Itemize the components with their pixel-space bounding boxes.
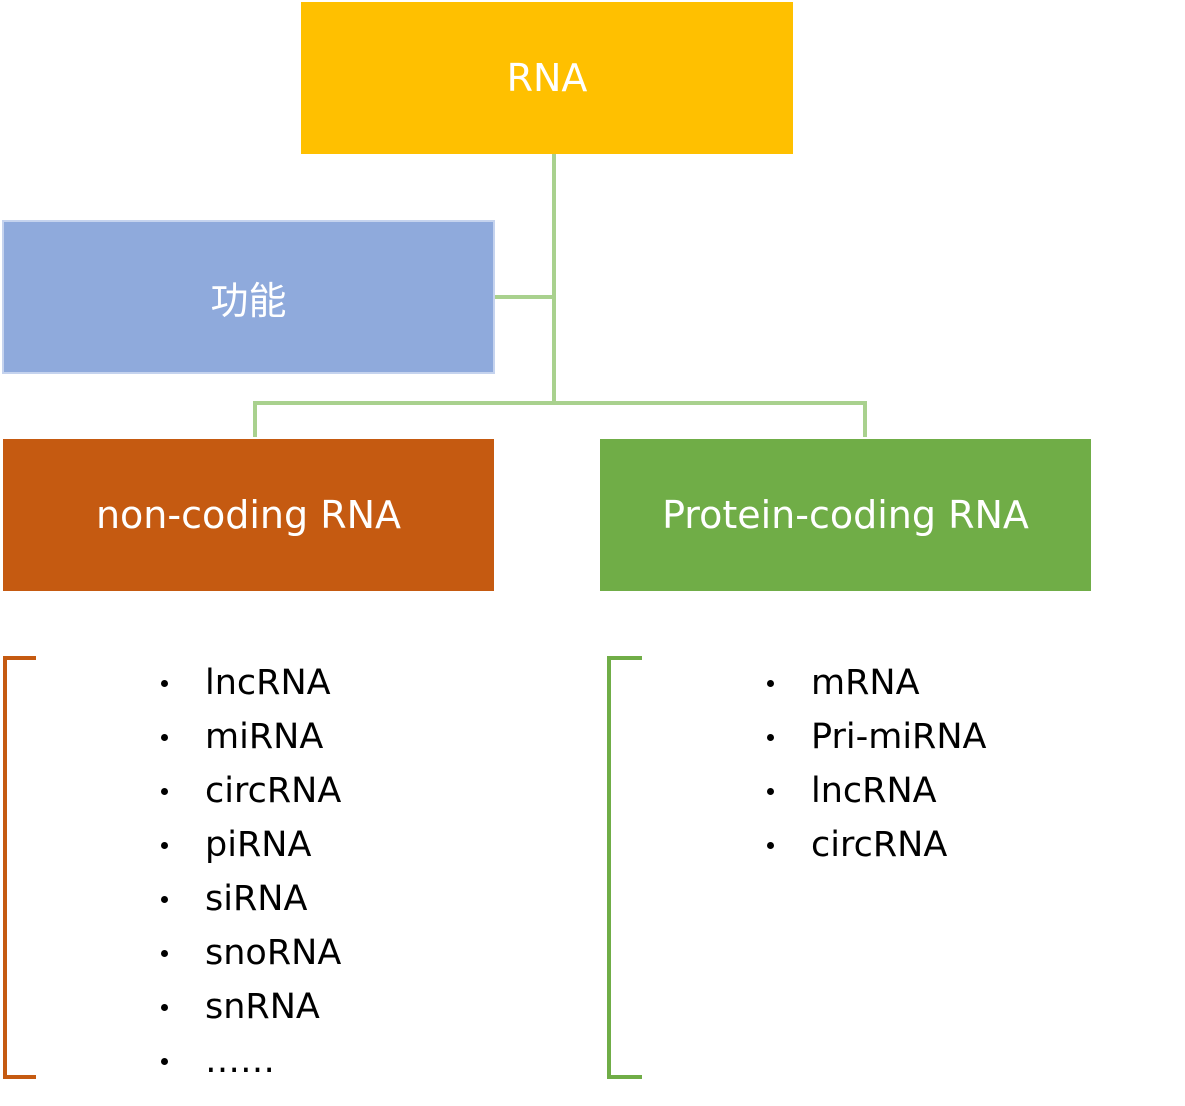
- list-item: snRNA: [161, 980, 341, 1034]
- list-item-label: ……: [205, 1041, 275, 1081]
- list-item-label: lncRNA: [205, 663, 331, 703]
- noncoding-bracket: [3, 656, 36, 1079]
- rna-root-node: RNA: [301, 2, 793, 154]
- list-item-label: circRNA: [205, 771, 342, 811]
- branch-connector: [253, 401, 867, 437]
- list-item: mRNA: [767, 656, 987, 710]
- protein-coding-rna-list: mRNA Pri-miRNA lncRNA circRNA: [767, 656, 987, 872]
- list-item-label: siRNA: [205, 879, 308, 919]
- list-item: lncRNA: [161, 656, 341, 710]
- list-item: ……: [161, 1034, 341, 1088]
- list-item: miRNA: [161, 710, 341, 764]
- list-item-label: circRNA: [811, 825, 948, 865]
- list-item-label: miRNA: [205, 717, 324, 757]
- list-item-label: mRNA: [811, 663, 920, 703]
- noncoding-rna-list: lncRNA miRNA circRNA piRNA siRNA snoRNA …: [161, 656, 341, 1088]
- list-item-label: Pri-miRNA: [811, 717, 987, 757]
- list-item: Pri-miRNA: [767, 710, 987, 764]
- list-item-label: piRNA: [205, 825, 312, 865]
- protein-coding-rna-node: Protein-coding RNA: [600, 439, 1091, 591]
- rna-root-label: RNA: [506, 56, 588, 100]
- list-item: siRNA: [161, 872, 341, 926]
- noncoding-rna-label: non-coding RNA: [95, 493, 402, 537]
- list-item-label: lncRNA: [811, 771, 937, 811]
- noncoding-rna-node: non-coding RNA: [3, 439, 494, 591]
- function-node: 功能: [2, 220, 495, 374]
- protein-coding-rna-label: Protein-coding RNA: [662, 493, 1029, 537]
- list-item: snoRNA: [161, 926, 341, 980]
- list-item-label: snRNA: [205, 987, 320, 1027]
- list-item: circRNA: [161, 764, 341, 818]
- protein-coding-bracket: [607, 656, 642, 1079]
- list-item: piRNA: [161, 818, 341, 872]
- list-item: circRNA: [767, 818, 987, 872]
- function-label: 功能: [210, 278, 287, 323]
- list-item-label: snoRNA: [205, 933, 342, 973]
- list-item: lncRNA: [767, 764, 987, 818]
